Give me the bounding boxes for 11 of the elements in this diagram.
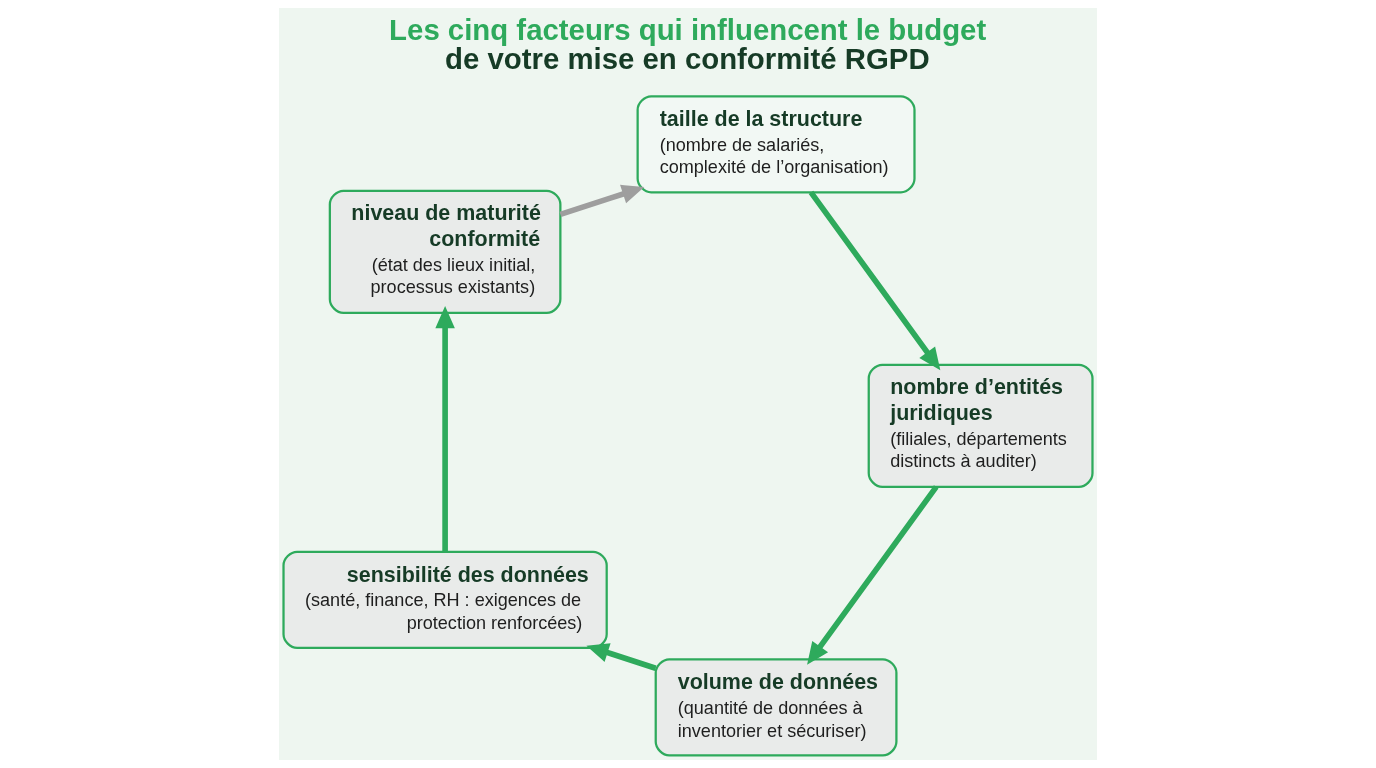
arrow bbox=[807, 485, 939, 665]
node-box: taille de la structure (nombre de salariés, complexité de l’organisation) bbox=[636, 95, 916, 194]
node-box: volume de données (quantité de données à inventorier et sécuriser) bbox=[654, 658, 898, 757]
arrow bbox=[435, 305, 455, 552]
diagram-title: Les cinq facteurs qui influencent le budget de votre mise en conformité RGPD bbox=[389, 12, 987, 75]
arrow bbox=[559, 184, 645, 218]
node-box: nombre d’entités juridiques (filiales, départements distincts à auditer) bbox=[867, 363, 1094, 488]
arrow bbox=[586, 643, 657, 671]
node-box: sensibilité des données (santé, finance, RH : exigences de protection renforcées) bbox=[282, 550, 608, 649]
node-box: niveau de maturité conformité (état des lieux initial, processus existants) bbox=[328, 189, 562, 314]
arrow bbox=[808, 190, 941, 371]
